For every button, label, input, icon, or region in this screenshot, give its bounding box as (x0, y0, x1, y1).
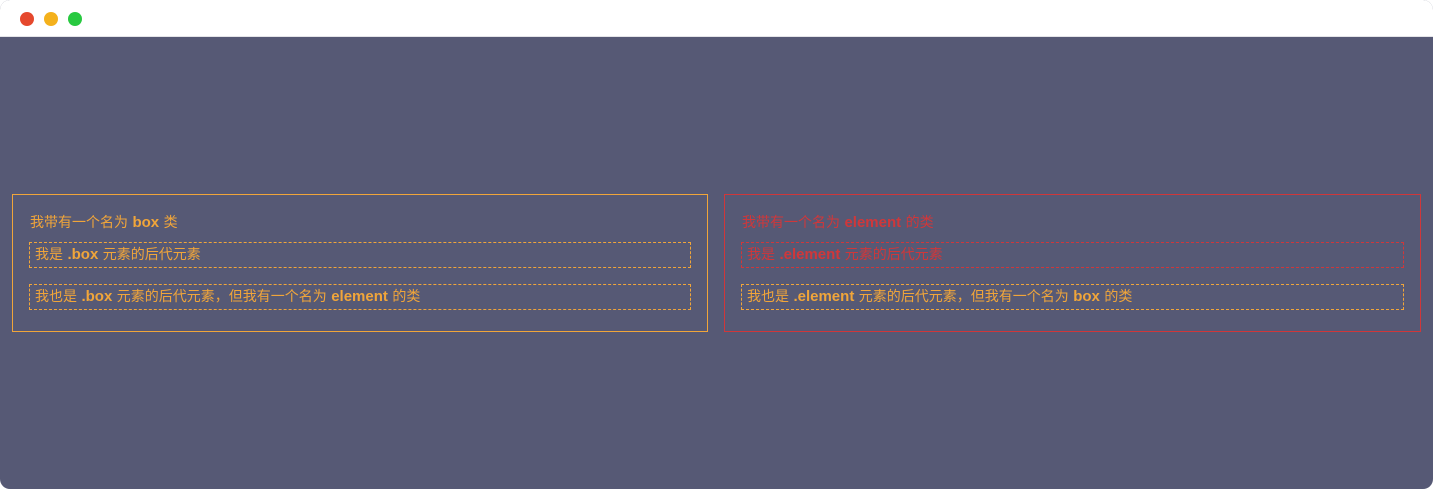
window-titlebar (0, 0, 1433, 37)
element-descendant-1: 我是 .element 元素的后代元素 (741, 242, 1404, 268)
close-window-icon[interactable] (20, 12, 34, 26)
box-panel-title: 我带有一个名为 box 类 (30, 214, 178, 231)
element-panel: 我带有一个名为 element 的类 我是 .element 元素的后代元素 我… (724, 194, 1421, 332)
box-descendant-1: 我是 .box 元素的后代元素 (29, 242, 691, 268)
element-descendant-2-box: 我也是 .element 元素的后代元素，但我有一个名为 box 的类 (741, 284, 1404, 310)
minimize-window-icon[interactable] (44, 12, 58, 26)
box-descendant-2-element: 我也是 .box 元素的后代元素，但我有一个名为 element 的类 (29, 284, 691, 310)
zoom-window-icon[interactable] (68, 12, 82, 26)
box-panel: 我带有一个名为 box 类 我是 .box 元素的后代元素 我也是 .box 元… (12, 194, 708, 332)
element-panel-title: 我带有一个名为 element 的类 (742, 214, 934, 231)
